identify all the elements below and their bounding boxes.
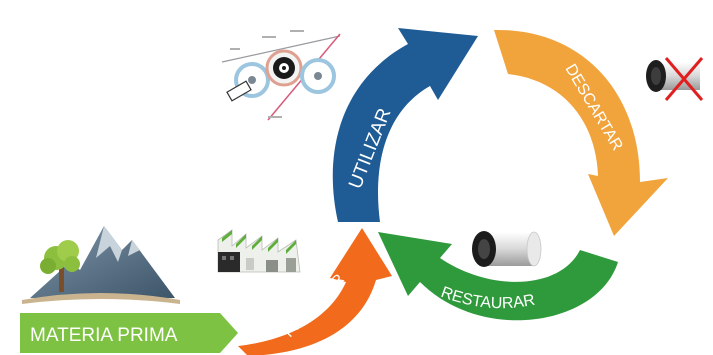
utilizar-arrow <box>332 28 478 222</box>
producir-arrow <box>238 228 392 355</box>
materia-prima-banner <box>20 313 238 353</box>
restored-roller-icon <box>472 231 542 267</box>
factory-icon <box>217 229 301 273</box>
restaurar-arrow <box>378 232 618 321</box>
roller-machine-diagram-icon <box>221 30 341 121</box>
descartar-arrow <box>494 29 668 236</box>
red-cross-icon <box>664 57 704 101</box>
materia-prima-label: MATERIA PRIMA <box>30 325 178 346</box>
mountain-with-tree-icon <box>22 226 180 304</box>
